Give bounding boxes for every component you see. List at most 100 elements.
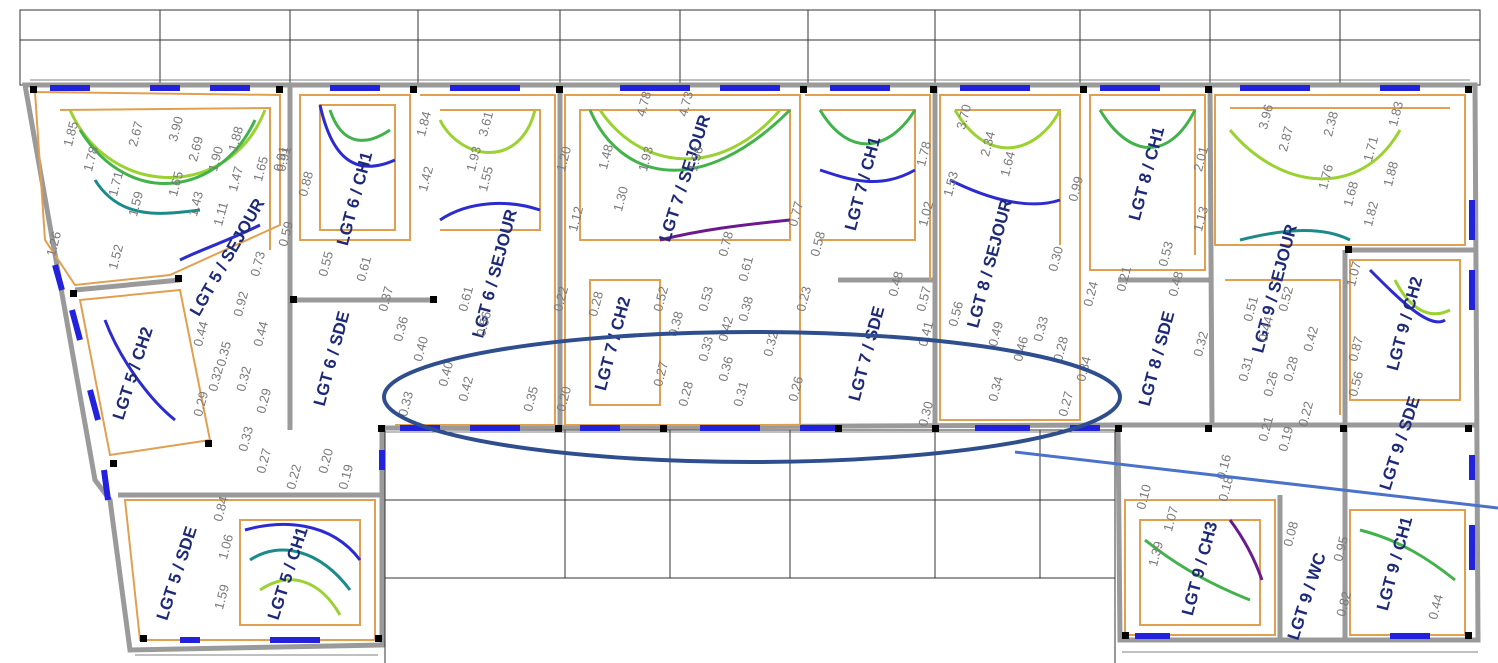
illuminance-value: 0.48: [885, 270, 906, 298]
illuminance-value: 0.77: [785, 200, 806, 228]
illuminance-value: 0.26: [1260, 370, 1281, 398]
illuminance-value: 0.58: [807, 230, 828, 258]
illuminance-value: 0.33: [695, 335, 716, 363]
illuminance-value: 0.40: [410, 335, 431, 363]
illuminance-value: 0.29: [190, 390, 211, 418]
illuminance-value: 0.51: [1240, 295, 1261, 323]
illuminance-value: 0.31: [1235, 355, 1256, 383]
room-label-lgt8-sde: LGT 8 / SDE: [1135, 309, 1179, 408]
illuminance-value: 0.27: [1055, 390, 1076, 418]
room-label-lgt9-sde: LGT 9 / SDE: [1376, 394, 1424, 492]
illuminance-value: 3.70: [953, 103, 974, 131]
illuminance-value: 2.69: [185, 135, 206, 163]
illuminance-value: 1.02: [915, 200, 936, 228]
room-label-lgt6-ch1: LGT 6 / CH1: [333, 150, 376, 248]
illuminance-value: 0.31: [730, 380, 751, 408]
junction-nodes: [30, 86, 1472, 642]
illuminance-value: 0.34: [985, 375, 1006, 403]
room-label-lgt5-ch2: LGT 5 / CH2: [109, 325, 157, 423]
illuminance-value: 1.56: [685, 145, 706, 173]
illuminance-value: 1.71: [105, 170, 126, 198]
pipe-routing: [34, 91, 1466, 641]
illuminance-value: 0.27: [650, 360, 671, 388]
illuminance-value: 1.93: [635, 145, 656, 173]
illuminance-value: 0.32: [205, 365, 226, 393]
illuminance-value: 1.83: [1385, 100, 1406, 128]
bottom-grid: [384, 429, 1116, 663]
illuminance-value: 0.99: [1065, 175, 1086, 203]
illuminance-value: 1.64: [997, 150, 1018, 178]
illuminance-value: 0.44: [1255, 315, 1276, 343]
illuminance-value: 0.30: [915, 400, 936, 428]
illuminance-value: 0.59: [275, 220, 296, 248]
illuminance-value: 0.22: [1295, 400, 1316, 428]
illuminance-value: 0.18: [1215, 475, 1236, 503]
illuminance-value: 0.27: [253, 447, 274, 475]
illuminance-value: 0.40: [435, 360, 456, 388]
illuminance-value: 0.36: [390, 315, 411, 343]
illuminance-value: 0.37: [375, 285, 396, 313]
illuminance-value: 0.28: [585, 290, 606, 318]
room-label-lgt5-sde: LGT 5 / SDE: [153, 524, 201, 622]
illuminance-value: 0.46: [1010, 335, 1031, 363]
illuminance-value: 0.44: [1425, 593, 1446, 621]
room-label-lgt8-sejour: LGT 8 / SEJOUR: [963, 197, 1016, 330]
illuminance-value: 3.96: [1255, 103, 1276, 131]
illuminance-value: 0.23: [793, 285, 814, 313]
illuminance-value: 0.53: [695, 285, 716, 313]
room-label-lgt6-sde: LGT 6 / SDE: [310, 309, 354, 408]
illuminance-value: 0.30: [1045, 245, 1066, 273]
illuminance-value: 3.90: [165, 115, 186, 143]
illuminance-value: 1.88: [1380, 160, 1401, 188]
illuminance-value: 0.21: [1113, 265, 1134, 293]
illuminance-value: 2.67: [125, 120, 146, 148]
illuminance-value: 0.95: [1330, 535, 1351, 563]
illuminance-value: 1.76: [1315, 163, 1336, 191]
windows: [50, 85, 1475, 643]
illuminance-value: 0.24: [1080, 280, 1101, 308]
illuminance-value: 1.59: [125, 190, 146, 218]
illuminance-value: 1.84: [413, 110, 434, 138]
illuminance-value: 0.87: [1345, 335, 1366, 363]
illuminance-value: 0.92: [230, 290, 251, 318]
illuminance-value: 0.49: [985, 320, 1006, 348]
illuminance-value: 0.73: [247, 250, 268, 278]
illuminance-value: 0.20: [315, 447, 336, 475]
room-label-lgt8-ch1: LGT 8 / CH1: [1125, 125, 1168, 223]
room-label-lgt5-ch1: LGT 5 / CH1: [264, 525, 312, 623]
illuminance-value: 1.20: [553, 145, 574, 173]
illuminance-value: 0.33: [1030, 315, 1051, 343]
contour-traces: [68, 104, 1456, 616]
illuminance-value: 0.88: [295, 170, 316, 198]
illuminance-value: 0.48: [1165, 270, 1186, 298]
illuminance-value: 1.07: [1160, 505, 1181, 533]
illuminance-value: 0.44: [250, 320, 271, 348]
illuminance-value: 0.16: [1213, 453, 1234, 481]
illuminance-value: 0.42: [715, 315, 736, 343]
illuminance-value: 1.78: [80, 145, 101, 173]
illuminance-value: 0.44: [190, 320, 211, 348]
illuminance-value: 0.28: [1050, 335, 1071, 363]
illuminance-value: 2.01: [1190, 145, 1211, 173]
illuminance-value: 0.33: [395, 390, 416, 418]
illuminance-value: 1.26: [43, 230, 64, 258]
illuminance-value: 0.33: [235, 425, 256, 453]
illuminance-value: 0.91: [273, 145, 294, 173]
illuminance-value: 2.38: [1320, 110, 1341, 138]
illuminance-value: 4.78: [633, 90, 654, 118]
illuminance-value: 0.21: [1255, 415, 1276, 443]
illuminance-value: 0.08: [1280, 520, 1301, 548]
illuminance-value: 0.29: [253, 387, 274, 415]
illuminance-value: 0.84: [210, 495, 231, 523]
illuminance-value: 0.35: [520, 385, 541, 413]
illuminance-value: 0.38: [735, 295, 756, 323]
illuminance-value: 0.36: [715, 355, 736, 383]
illuminance-value: 0.26: [785, 375, 806, 403]
illuminance-value: 1.68: [1340, 180, 1361, 208]
illuminance-value: 1.82: [1360, 200, 1381, 228]
illuminance-value: 1.39: [1145, 540, 1166, 568]
illuminance-value: 0.19: [335, 463, 356, 491]
illuminance-value: 0.52: [650, 285, 671, 313]
